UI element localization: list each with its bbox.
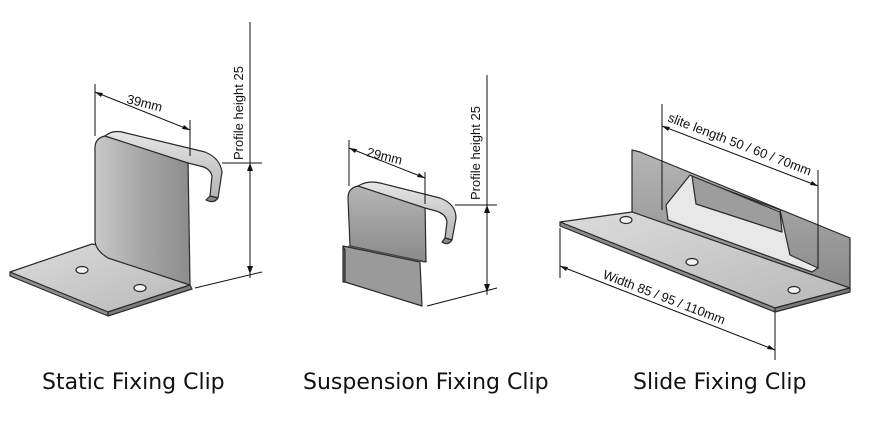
suspension-clip-height-label: Profile height 25: [468, 106, 483, 200]
suspension-clip-body: [347, 185, 427, 263]
static-clip-hook: [104, 130, 223, 199]
suspension-clip-drawing: [342, 181, 457, 307]
slide-clip-hole: [787, 285, 801, 295]
static-clip-width-label: 39mm: [125, 91, 164, 114]
slide-clip-slot-label: slite length 50 / 60 / 70mm: [666, 110, 814, 179]
static-clip-caption: Static Fixing Clip: [42, 370, 225, 395]
static-clip-dimensions: [94, 22, 263, 289]
static-clip-hole: [75, 265, 89, 275]
static-clip-hole: [133, 283, 147, 293]
slide-clip-dimensions: [559, 104, 819, 360]
suspension-clip-width-label: 29mm: [365, 144, 404, 167]
static-clip-drawing: [9, 130, 223, 317]
slide-clip-hole: [685, 257, 699, 267]
slide-clip-drawing: [559, 149, 851, 313]
suspension-clip-dimensions: [348, 75, 498, 307]
slide-clip-hole: [619, 215, 633, 225]
suspension-clip-caption: Suspension Fixing Clip: [303, 370, 549, 395]
slide-clip-caption: Slide Fixing Clip: [633, 370, 807, 395]
static-clip-wall: [94, 135, 191, 286]
static-clip-height-label: Profile height 25: [231, 66, 246, 160]
suspension-clip-hook: [357, 181, 457, 241]
